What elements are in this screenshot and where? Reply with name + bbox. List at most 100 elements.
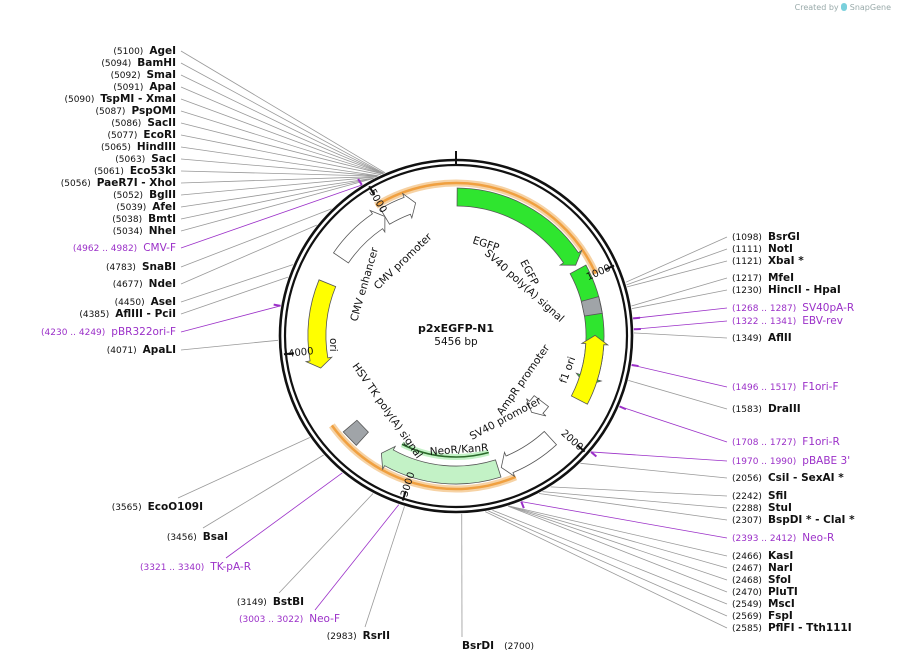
site-position: (2467) bbox=[732, 564, 762, 574]
site-label[interactable]: (2467)NarI bbox=[732, 562, 793, 574]
feature-label-f1-ori[interactable]: f1 ori bbox=[558, 355, 579, 385]
tick-mark bbox=[576, 444, 586, 453]
site-label[interactable]: (4783)SnaBI bbox=[106, 261, 176, 273]
site-position: (1970 .. 1990) bbox=[732, 457, 796, 467]
site-label[interactable]: (4450) AseI bbox=[115, 296, 176, 308]
site-name: EcoO109I bbox=[148, 501, 203, 513]
site-label[interactable]: (5094)BamHI bbox=[101, 57, 176, 69]
feature-label-neor-kanr[interactable]: NeoR/KanR bbox=[429, 442, 488, 458]
site-label[interactable]: BsrDI(2700) bbox=[462, 640, 534, 652]
site-label[interactable]: (5038)BmtI bbox=[112, 213, 176, 225]
site-label[interactable]: (4385)AflIII - PciI bbox=[79, 308, 176, 320]
site-label[interactable]: (5091)ApaI bbox=[113, 81, 176, 93]
feature-arrow-ori[interactable] bbox=[304, 279, 337, 369]
site-position: (4677) bbox=[113, 280, 143, 290]
primer-mark bbox=[520, 501, 525, 509]
site-label[interactable]: (5056)PaeR7I - XhoI bbox=[61, 177, 176, 189]
site-label[interactable]: (3456)BsaI bbox=[167, 531, 228, 543]
feature-arrow-hsv-tk-poly-a-signal[interactable] bbox=[342, 419, 369, 446]
site-label[interactable]: (2983)RsrII bbox=[327, 630, 390, 642]
feature-arrow-ampr-promoter[interactable] bbox=[526, 395, 550, 417]
site-label[interactable]: (4071)ApaLI bbox=[107, 344, 176, 356]
site-label[interactable]: (5063)SacI bbox=[115, 153, 176, 165]
site-label[interactable]: (1268 .. 1287)SV40pA-R bbox=[732, 302, 854, 314]
site-label[interactable]: (5087)PspOMI bbox=[96, 105, 177, 117]
tick-mark bbox=[604, 264, 615, 271]
site-label[interactable]: (1349)AflII bbox=[732, 332, 792, 344]
site-label[interactable]: (1111)NotI bbox=[732, 243, 793, 255]
site-label[interactable]: (2585)PflFI - Tth111I bbox=[732, 622, 852, 634]
site-label[interactable]: (1121)XbaI * bbox=[732, 255, 804, 267]
orf-arc-core bbox=[375, 181, 597, 275]
site-label[interactable]: (1217)MfeI bbox=[732, 272, 794, 284]
site-label[interactable]: (1098)BsrGI bbox=[732, 231, 800, 243]
site-label[interactable]: (5100)AgeI bbox=[113, 45, 176, 57]
leader-line bbox=[508, 505, 728, 569]
site-label[interactable]: (5077)EcoRI bbox=[107, 129, 176, 141]
site-label[interactable]: (3321 .. 3340)TK-pA-R bbox=[140, 561, 251, 573]
site-name: BamHI bbox=[137, 57, 176, 69]
site-label[interactable]: (2307)BspDI * - ClaI * bbox=[732, 514, 855, 526]
site-labels: (5100)AgeI(5094)BamHI(5092)SmaI(5091)Apa… bbox=[41, 45, 855, 652]
site-label[interactable]: (1708 .. 1727)F1ori-R bbox=[732, 436, 840, 448]
site-label[interactable]: (5065)HindIII bbox=[101, 141, 176, 153]
site-label[interactable]: (5061)Eco53kI bbox=[94, 165, 176, 177]
feature-arrow-egfp[interactable] bbox=[456, 187, 583, 266]
site-label[interactable]: (2470)PluTI bbox=[732, 586, 798, 598]
leader-line bbox=[492, 509, 728, 605]
site-label[interactable]: (2549)MscI bbox=[732, 598, 795, 610]
site-label[interactable]: (1322 .. 1341)EBV-rev bbox=[732, 315, 843, 327]
site-position: (2242) bbox=[732, 492, 762, 502]
leader-line bbox=[180, 176, 377, 184]
site-label[interactable]: (2569)FspI bbox=[732, 610, 793, 622]
site-label[interactable]: (2242)SfiI bbox=[732, 490, 787, 502]
site-position: (1217) bbox=[732, 274, 762, 284]
site-position: (2983) bbox=[327, 632, 357, 642]
site-label[interactable]: (4677)NdeI bbox=[113, 278, 176, 290]
leader-line bbox=[314, 504, 400, 611]
site-label[interactable]: (3565)EcoO109I bbox=[112, 501, 203, 513]
site-label[interactable]: (4230 .. 4249)pBR322ori-F bbox=[41, 326, 176, 338]
site-label[interactable]: (3003 .. 3022)Neo-F bbox=[239, 613, 340, 625]
feature-arrow-sv40-promoter[interactable] bbox=[500, 430, 558, 478]
site-position: (2056) bbox=[732, 474, 762, 484]
leader-line bbox=[626, 260, 728, 288]
feature-label-cmv-promoter[interactable]: CMV promoter bbox=[372, 231, 435, 293]
site-label[interactable]: (1496 .. 1517)F1ori-F bbox=[732, 381, 839, 393]
leader-line bbox=[633, 332, 728, 339]
site-label[interactable]: (5090)TspMI - XmaI bbox=[64, 93, 176, 105]
site-label[interactable]: (2056)CsiI - SexAI * bbox=[732, 472, 844, 484]
feature-label-ori[interactable]: ori bbox=[327, 338, 339, 352]
site-position: (5065) bbox=[101, 143, 131, 153]
site-label[interactable]: (5039)AfeI bbox=[116, 201, 176, 213]
site-label[interactable]: (2288)StuI bbox=[732, 502, 792, 514]
feature-arrow-neor-kanr[interactable] bbox=[380, 445, 502, 485]
site-label[interactable]: (2466)KasI bbox=[732, 550, 793, 562]
site-name: BsrDI bbox=[462, 640, 494, 652]
feature-arrow-f1-ori[interactable] bbox=[570, 334, 610, 405]
site-position: (2549) bbox=[732, 600, 762, 610]
feature-arrow-sv40-poly-a-signal[interactable] bbox=[580, 296, 603, 317]
site-label[interactable]: (1970 .. 1990)pBABE 3' bbox=[732, 455, 850, 467]
site-name: AseI bbox=[151, 296, 176, 308]
site-label[interactable]: (5086)SacII bbox=[111, 117, 176, 129]
site-label[interactable]: (3149)BstBI bbox=[237, 596, 304, 608]
site-label[interactable]: (1583)DraIII bbox=[732, 403, 801, 415]
leader-line bbox=[278, 493, 374, 594]
tick-mark bbox=[401, 490, 407, 501]
site-label[interactable]: (4962 .. 4982)CMV-F bbox=[73, 242, 176, 254]
site-position: (4450) bbox=[115, 298, 145, 308]
feature-label-hsv-tk-polya[interactable]: HSV TK poly(A) signal bbox=[350, 361, 425, 461]
site-label[interactable]: (2468)SfoI bbox=[732, 574, 791, 586]
site-label[interactable]: (5034)NheI bbox=[113, 225, 176, 237]
leader-line bbox=[180, 170, 378, 177]
feature-arrow-cmv-promoter[interactable] bbox=[379, 192, 417, 225]
feature-arrow-cmv-enhancer[interactable] bbox=[332, 209, 386, 264]
site-label[interactable]: (2393 .. 2412)Neo-R bbox=[732, 532, 834, 544]
leader-line bbox=[485, 511, 728, 629]
site-name: AflIII - PciI bbox=[115, 308, 176, 320]
site-label[interactable]: (5092)SmaI bbox=[111, 69, 176, 81]
site-label[interactable]: (1230)HincII - HpaI bbox=[732, 284, 841, 296]
site-label[interactable]: (5052)BglII bbox=[113, 189, 176, 201]
leader-line bbox=[619, 406, 728, 443]
